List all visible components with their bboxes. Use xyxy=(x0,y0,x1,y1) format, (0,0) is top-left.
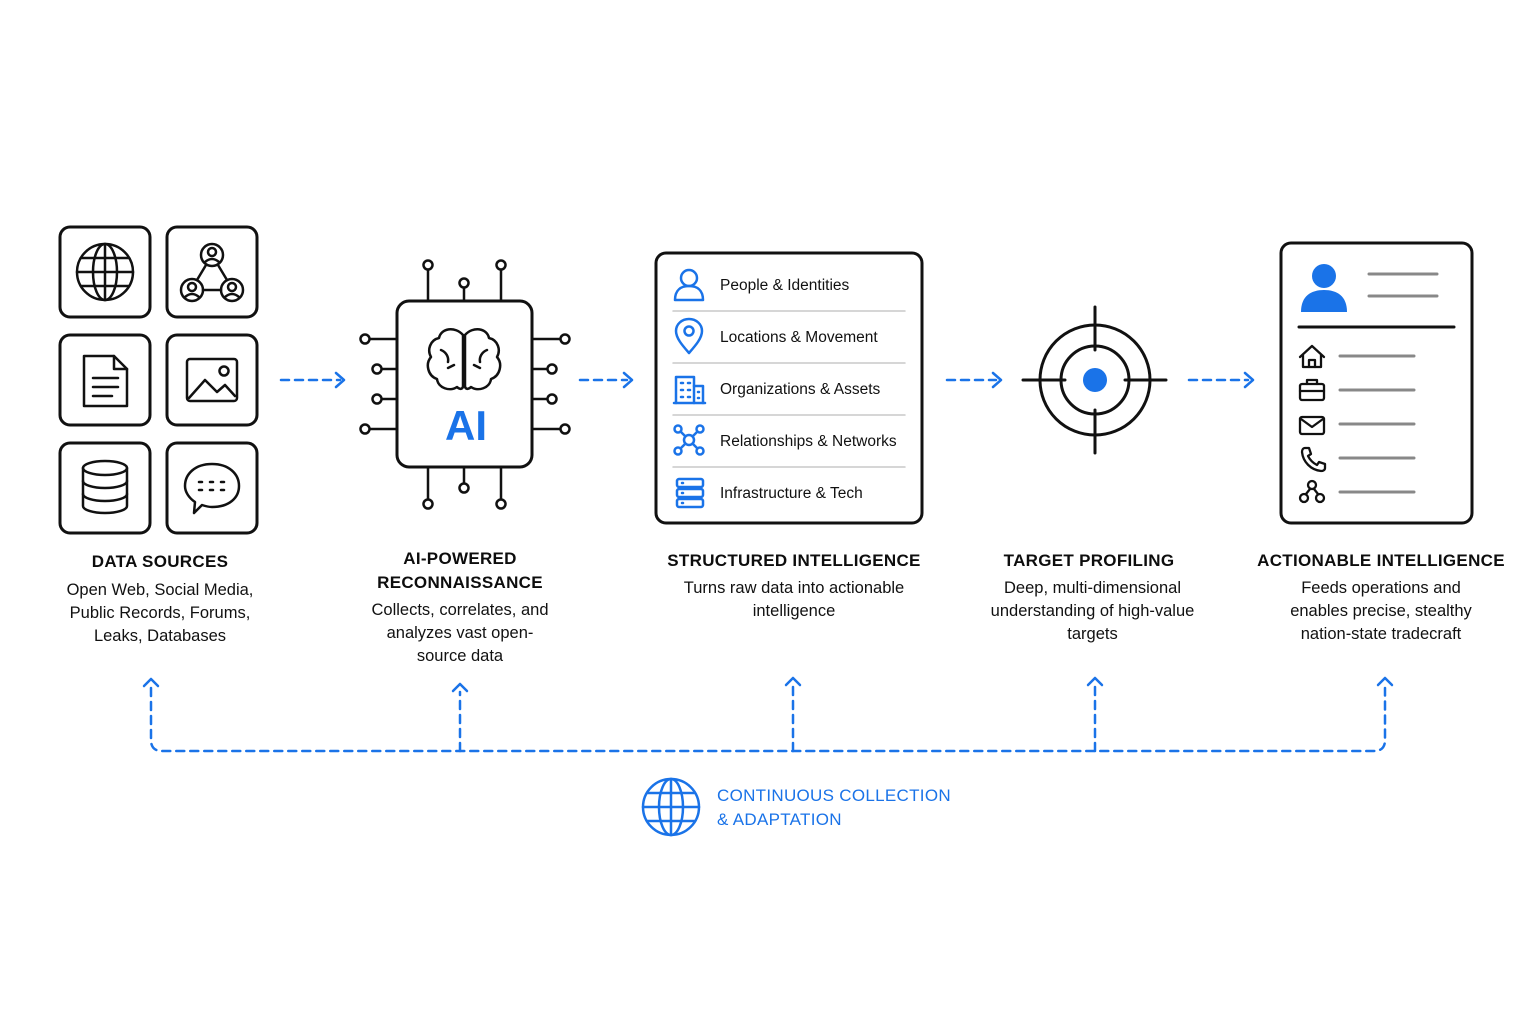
server-icon xyxy=(675,477,705,509)
stage-desc-actionable: Feeds operations and enables precise, st… xyxy=(1290,579,1472,643)
stage-title-ai-recon: AI-POWERED RECONNAISSANCE xyxy=(377,549,543,592)
feedback-loop xyxy=(149,684,1387,753)
loop-label-line1: CONTINUOUS COLLECTION xyxy=(717,786,951,805)
share-icon xyxy=(1298,479,1326,504)
row-label-relationships: Relationships & Networks xyxy=(720,433,897,450)
avatar-icon xyxy=(1301,264,1347,312)
structured-intelligence-card xyxy=(654,251,924,525)
stage-title-structured: STRUCTURED INTELLIGENCE xyxy=(667,551,921,570)
location-pin-icon xyxy=(674,317,704,355)
feedback-arrowheads xyxy=(142,676,1394,693)
stage-desc-data-sources: Open Web, Social Media, Public Records, … xyxy=(66,581,254,645)
building-icon xyxy=(672,375,707,405)
loop-label-line2: & ADAPTATION xyxy=(717,810,842,829)
stage-title-data-sources: DATA SOURCES xyxy=(91,552,229,571)
person-icon xyxy=(673,268,705,302)
stage-title-target: TARGET PROFILING xyxy=(1003,551,1175,570)
home-icon xyxy=(1298,344,1326,369)
briefcase-icon xyxy=(1298,378,1326,402)
row-label-locations: Locations & Movement xyxy=(720,329,878,346)
image-icon xyxy=(185,357,239,403)
stage-title-actionable: ACTIONABLE INTELLIGENCE xyxy=(1257,551,1505,570)
database-icon xyxy=(81,459,129,515)
flow-arrow-1 xyxy=(279,371,346,389)
brain-icon xyxy=(426,328,502,391)
flow-arrow-3 xyxy=(945,371,1003,389)
row-label-people: People & Identities xyxy=(720,277,850,294)
document-icon xyxy=(82,354,129,408)
mail-icon xyxy=(1298,415,1326,436)
globe-icon xyxy=(75,242,135,302)
chat-bubble-icon xyxy=(183,462,241,515)
profile-card xyxy=(1279,241,1474,525)
ai-chip-label: AI xyxy=(445,402,487,449)
network-people-icon xyxy=(179,242,245,303)
target-icon xyxy=(1021,305,1168,455)
network-nodes-icon xyxy=(673,424,705,456)
row-label-organizations: Organizations & Assets xyxy=(720,381,881,398)
phone-icon xyxy=(1300,446,1327,473)
stage-desc-target: Deep, multi-dimensional understanding of… xyxy=(990,579,1195,643)
data-sources-grid xyxy=(58,225,259,535)
stage-desc-structured: Turns raw data into actionable intellige… xyxy=(683,579,905,620)
loop-globe-icon xyxy=(641,777,701,837)
row-label-infrastructure: Infrastructure & Tech xyxy=(720,485,863,502)
flow-arrow-4 xyxy=(1187,371,1255,389)
stage-desc-ai-recon: Collects, correlates, and analyzes vast … xyxy=(371,601,549,665)
flow-arrow-2 xyxy=(578,371,634,389)
